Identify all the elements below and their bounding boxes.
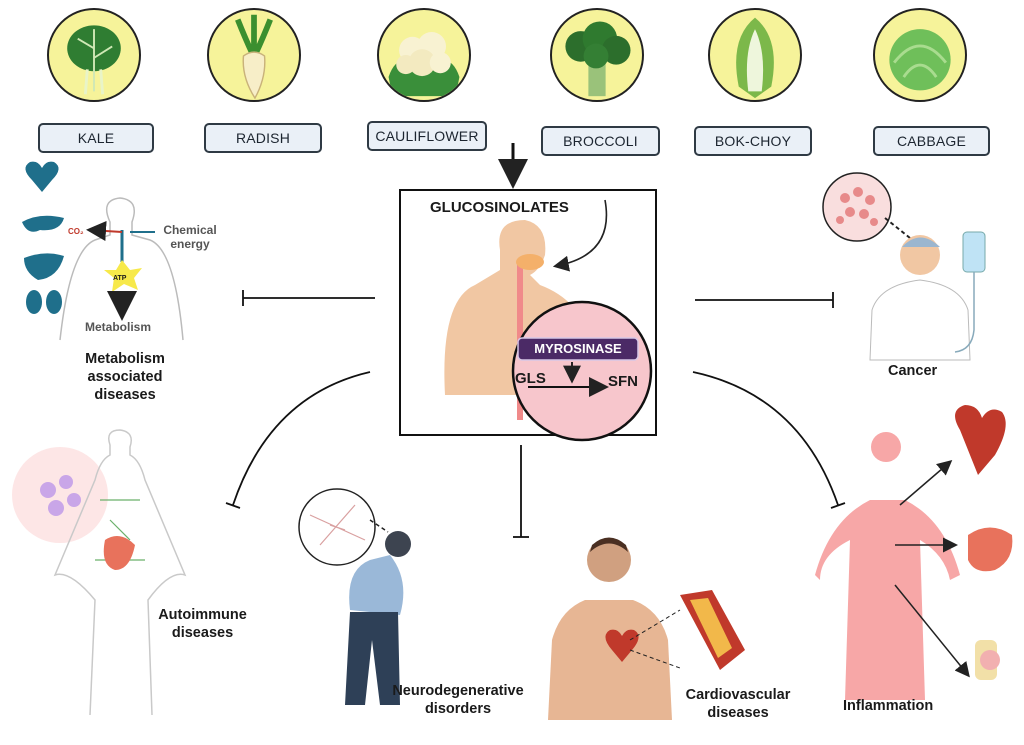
inhibit-neuro	[513, 445, 529, 538]
liver-icon	[24, 253, 64, 280]
radish-icon	[207, 8, 301, 102]
cancer-illustration	[822, 172, 986, 361]
inhibit-inflammation	[692, 371, 846, 509]
heart-icon	[25, 161, 59, 192]
substrate-label: GLS	[515, 370, 546, 387]
inhibit-metabolism	[242, 290, 375, 306]
curved-arrow-to-mouth	[552, 199, 608, 272]
vegetable-label-bok-choy: BOK-CHOY	[694, 126, 812, 156]
broccoli-icon	[550, 8, 644, 102]
inflammation-illustration	[815, 405, 1013, 700]
autoimmune-illustration	[12, 429, 187, 716]
zoom-circle	[511, 300, 653, 442]
center-title: GLUCOSINOLATES	[430, 199, 569, 216]
metabolism-label: Metabolism	[85, 320, 152, 334]
heart-organ-icon	[955, 405, 1006, 475]
enzyme-label: MYROSINASE	[534, 341, 622, 356]
knee-icon	[975, 640, 1000, 680]
myrosinase-badge	[517, 337, 639, 361]
metabolism-diseases-label: Metabolism associated diseases	[85, 351, 165, 403]
autoimmune-label: Autoimmune diseases	[158, 607, 247, 641]
vegetable-label-broccoli: BROCCOLI	[541, 126, 660, 156]
inhibit-autoimmune	[225, 371, 371, 509]
inflammation-label: Inflammation	[843, 698, 934, 714]
cabbage-icon	[873, 8, 967, 102]
cardio-illustration	[548, 537, 745, 720]
vegetable-label-cauliflower: CAULIFLOWER	[367, 121, 487, 151]
chemical-energy-label: Chemical energy	[163, 223, 217, 251]
atp-label: ATP	[113, 275, 127, 282]
neuro-illustration	[298, 488, 411, 705]
co2-label: CO₂	[68, 227, 84, 236]
heart-organ	[605, 629, 639, 662]
kidney-icon	[26, 290, 62, 314]
vegetable-label-kale: KALE	[38, 123, 154, 153]
neuro-label: Neurodegenerative disorders	[392, 683, 524, 717]
vegetable-label-radish: RADISH	[204, 123, 322, 153]
cancer-label: Cancer	[888, 363, 938, 379]
vegetable-label-cabbage: CABBAGE	[873, 126, 990, 156]
pancreas-icon	[22, 215, 64, 232]
inhibit-cancer	[695, 292, 834, 308]
metabolism-illustration	[22, 161, 184, 341]
kale-icon	[47, 8, 141, 102]
intestine-icon	[968, 527, 1013, 572]
cauliflower-icon	[377, 8, 471, 102]
product-label: SFN	[608, 373, 638, 390]
bok-choy-icon	[708, 8, 802, 102]
cardio-label: Cardiovascular diseases	[685, 687, 791, 721]
